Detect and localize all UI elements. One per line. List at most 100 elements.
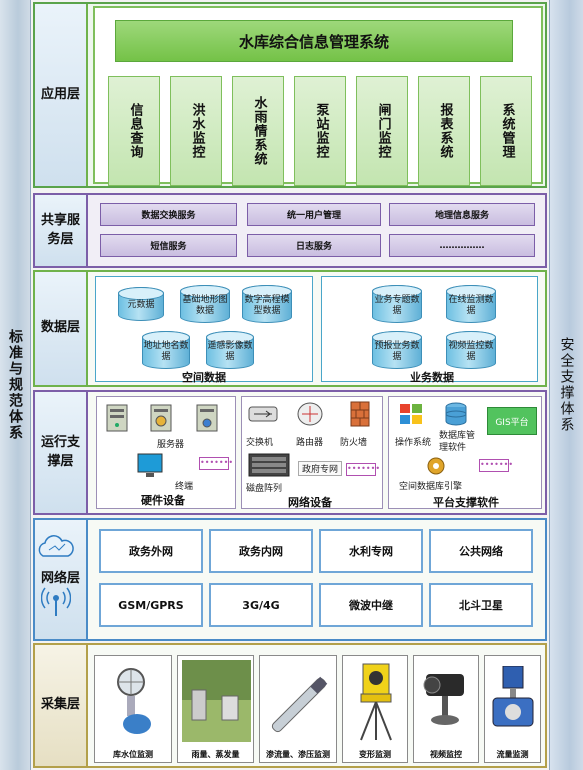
network-layer: 网络层 政务外网 政务内网 水利专网 公共网络 GSM/GPRS 3G/4G 微… [33, 518, 547, 641]
cylinder-place-names: 地址地名数据 [142, 331, 190, 369]
net-gov-internal: 政务内网 [209, 529, 313, 573]
firewall-label: 防火墙 [340, 438, 368, 448]
application-layer: 应用层 水库综合信息管理系统 信息查询 洪水监控 水雨情系统 泵站监控 闸门监控… [33, 2, 547, 188]
terminal-icon [137, 453, 163, 477]
water-level-label: 库水位监测 [113, 750, 153, 759]
service-data-exchange: 数据交换服务 [100, 203, 237, 226]
operation-support-layer: 运行支撑层 服务器 ••••••• 终端 硬件设备 交换机 路由器 [33, 390, 547, 515]
business-data-panel: 业务专题数据 在线监测数据 预报业务数据 视频监控数据 业务数据 [321, 276, 538, 384]
terminal-label: 终端 [175, 482, 194, 492]
router-label: 路由器 [296, 438, 324, 448]
cylinder-topo-map: 基础地形图数据 [180, 285, 230, 323]
flow-meter-icon [492, 666, 534, 727]
operation-support-layer-label: 运行支撑层 [35, 392, 88, 513]
device-deformation: 变形监测 [342, 655, 408, 763]
spatial-data-panel: 元数据 基础地形图数据 数字高程模型数据 地址地名数据 遥感影像数据 空间数据 [95, 276, 313, 384]
router-icon [297, 402, 323, 426]
cylinder-forecast: 预报业务数据 [372, 331, 422, 369]
server-label: 服务器 [157, 440, 185, 450]
server-icon [150, 404, 172, 432]
gis-platform-box: GIS平台 [487, 407, 537, 435]
cylinder-online-monitor: 在线监测数据 [446, 285, 496, 323]
service-gis: 地理信息服务 [389, 203, 535, 226]
security-system-bar: 安全支撑体系 [549, 0, 583, 770]
hardware-caption: 硬件设备 [141, 494, 185, 507]
module-pump-monitor: 泵站监控 [294, 76, 346, 186]
cylinder-video-monitor: 视频监控数据 [446, 331, 496, 369]
seepage-label: 渗流量、渗压监测 [266, 750, 330, 759]
switch-icon [248, 406, 278, 422]
device-water-level: 库水位监测 [94, 655, 172, 763]
service-log: 日志服务 [247, 234, 381, 257]
system-title: 水库综合信息管理系统 [115, 20, 513, 62]
net-gsm-gprs: GSM/GPRS [99, 583, 203, 627]
module-gate-monitor: 闸门监控 [356, 76, 408, 186]
engine-label: 空间数据库引擎 [399, 482, 463, 492]
disk-array-icon [248, 453, 290, 477]
cylinder-dem: 数字高程模型数据 [242, 285, 292, 323]
module-report: 报表系统 [418, 76, 470, 186]
net-public: 公共网络 [429, 529, 533, 573]
flow-label: 流量监测 [496, 750, 529, 759]
shared-service-layer-label: 共享服务层 [35, 195, 88, 266]
collection-layer: 采集层 库水位监测 雨量、蒸发量 渗流量、渗压监测 变形监测 视频监控 [33, 643, 547, 768]
antenna-icon [41, 587, 71, 616]
windows-logo-icon [400, 404, 422, 424]
seepage-sensor-icon [271, 676, 328, 733]
service-more: …………… [389, 234, 535, 257]
module-flood-monitor: 洪水监控 [170, 76, 222, 186]
net-microwave-relay: 微波中继 [319, 583, 423, 627]
platform-software-panel: GIS平台 操作系统 数据库管理软件 ••••••• 空间数据库引擎 平台支撑软… [388, 396, 542, 509]
cylinder-business-topic: 业务专题数据 [372, 285, 422, 323]
service-sms: 短信服务 [100, 234, 237, 257]
hardware-more: ••••••• [199, 457, 233, 470]
camera-icon [423, 674, 464, 725]
net-3g-4g: 3G/4G [209, 583, 313, 627]
dbms-label: 数据库管理软件 [439, 431, 476, 453]
network-device-panel: 交换机 路由器 防火墙 政府专网 ••••••• 磁盘阵列 网络设备 [241, 396, 383, 509]
platform-more: ••••••• [479, 459, 513, 472]
video-label: 视频监控 [430, 750, 462, 759]
standards-system-bar: 标准与规范体系 [0, 0, 31, 770]
device-rainfall: 雨量、蒸发量 [177, 655, 254, 763]
device-seepage: 渗流量、渗压监测 [259, 655, 337, 763]
device-video: 视频监控 [413, 655, 479, 763]
collection-layer-label: 采集层 [35, 645, 88, 766]
data-layer: 数据层 元数据 基础地形图数据 数字高程模型数据 地址地名数据 遥感影像数据 空… [33, 270, 547, 387]
net-gov-external: 政务外网 [99, 529, 203, 573]
cylinder-remote-sensing: 遥感影像数据 [206, 331, 254, 369]
application-panel: 水库综合信息管理系统 信息查询 洪水监控 水雨情系统 泵站监控 闸门监控 报表系… [93, 6, 543, 186]
net-beidou-satellite: 北斗卫星 [429, 583, 533, 627]
server-icon [196, 404, 218, 432]
cloud-network-icon [38, 535, 74, 557]
gov-network-box: 政府专网 [298, 461, 343, 476]
water-level-sensor-icon [117, 668, 151, 734]
shared-service-layer: 共享服务层 数据交换服务 统一用户管理 地理信息服务 短信服务 日志服务 ………… [33, 193, 547, 268]
module-info-query: 信息查询 [108, 76, 160, 186]
cylinder-metadata: 元数据 [118, 287, 164, 321]
module-water-rain: 水雨情系统 [232, 76, 284, 186]
spatial-data-caption: 空间数据 [182, 371, 226, 384]
hardware-panel: 服务器 ••••••• 终端 硬件设备 [96, 396, 236, 509]
rainfall-label: 雨量、蒸发量 [191, 750, 240, 759]
total-station-icon [360, 663, 392, 741]
server-icon [106, 404, 128, 432]
net-water-private: 水利专网 [319, 529, 423, 573]
network-device-caption: 网络设备 [288, 496, 332, 509]
os-label: 操作系统 [395, 438, 432, 448]
business-data-caption: 业务数据 [410, 371, 454, 384]
database-icon [445, 402, 467, 426]
application-layer-label: 应用层 [35, 4, 88, 186]
data-layer-label: 数据层 [35, 272, 88, 385]
module-system-admin: 系统管理 [480, 76, 532, 186]
platform-software-caption: 平台支撑软件 [433, 496, 499, 509]
network-device-more: ••••••• [346, 463, 380, 476]
firewall-icon [350, 401, 370, 427]
deformation-label: 变形监测 [359, 750, 391, 759]
device-flow: 流量监测 [484, 655, 541, 763]
gear-icon [427, 457, 445, 475]
switch-label: 交换机 [246, 438, 274, 448]
disk-array-label: 磁盘阵列 [246, 484, 283, 494]
service-user-management: 统一用户管理 [247, 203, 381, 226]
